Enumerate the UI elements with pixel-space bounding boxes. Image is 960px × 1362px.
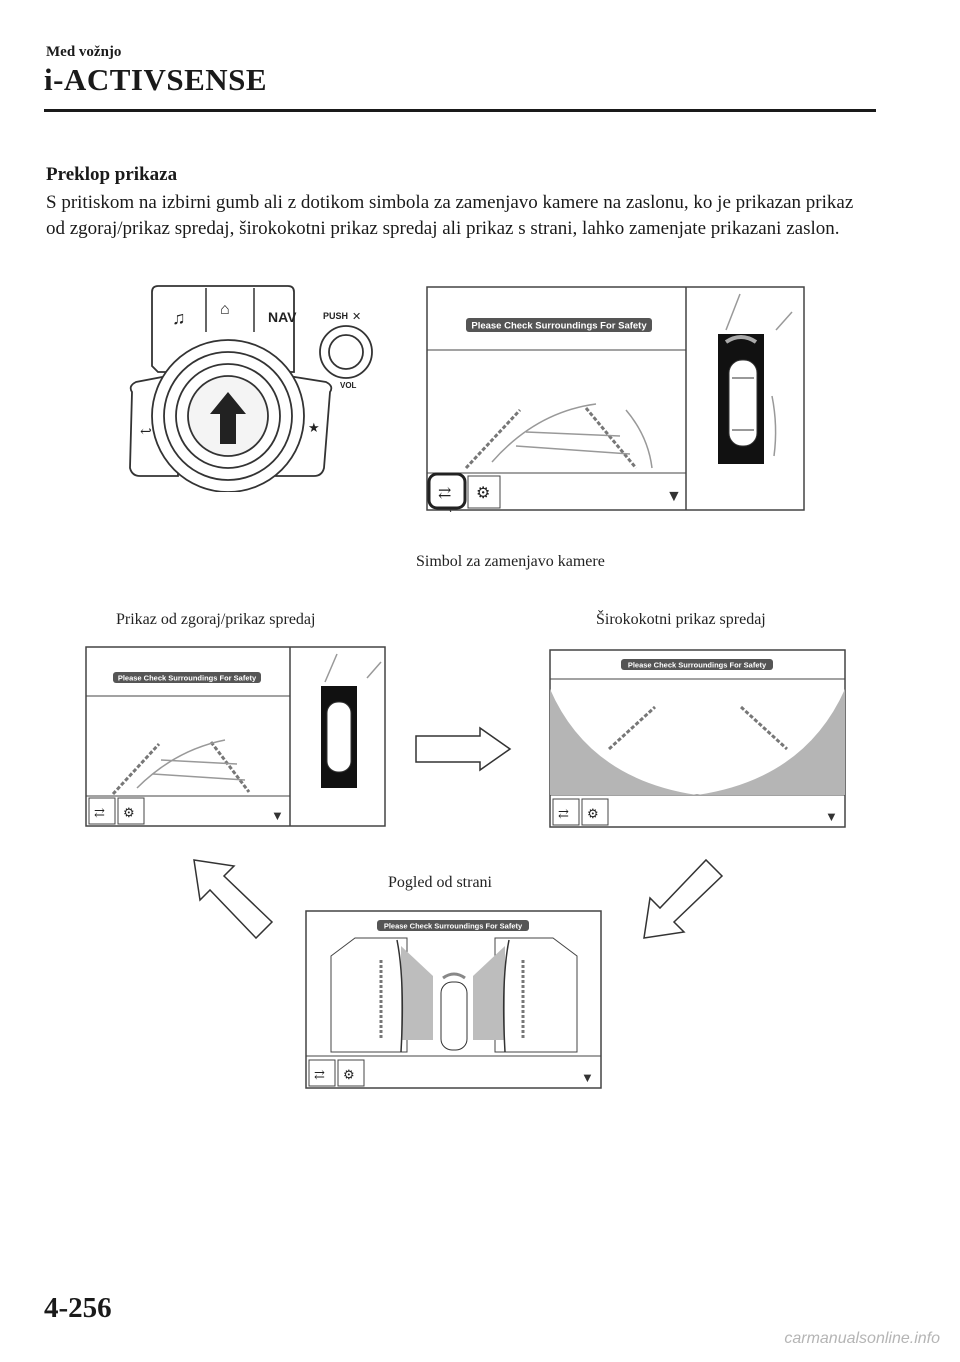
- commander-knob-illustration: ♫ ⌂ NAV PUSH ✕ VOL ↩ ★: [129, 285, 373, 492]
- screen-top-front-main: Please Check Surroundings For Safety ⇄ ⚙…: [426, 286, 805, 512]
- settings-icon: ⚙: [123, 805, 135, 820]
- safety-banner-small-3: Please Check Surroundings For Safety: [384, 922, 523, 931]
- home-icon: ⌂: [220, 301, 230, 318]
- sensor-car-icon: ▼: [666, 488, 682, 505]
- star-icon: ★: [308, 420, 320, 435]
- section-heading: Preklop prikaza: [46, 164, 178, 185]
- caption-side: Pogled od strani: [388, 874, 492, 891]
- arrow-up-icon: [210, 392, 246, 444]
- arrow-right-icon: [415, 726, 512, 772]
- sensor-car-icon: ▼: [581, 1070, 594, 1085]
- settings-icon: ⚙: [587, 806, 599, 821]
- camera-switch-icon: ⇄: [94, 805, 105, 820]
- header-rule: [44, 109, 876, 112]
- caption-wide-front: Širokokotni prikaz spredaj: [596, 611, 766, 628]
- sensor-car-icon: ▼: [271, 808, 284, 823]
- safety-banner-small-2: Please Check Surroundings For Safety: [628, 661, 767, 670]
- arrow-down-left-icon: [643, 858, 724, 939]
- mute-icon: ✕: [352, 311, 361, 323]
- section-label: Med vožnjo: [46, 44, 122, 60]
- settings-icon: ⚙: [476, 485, 490, 502]
- caption-top-front: Prikaz od zgoraj/prikaz spredaj: [116, 611, 316, 628]
- safety-banner: Please Check Surroundings For Safety: [471, 321, 647, 332]
- screen-wide-front: Please Check Surroundings For Safety ⇄ ⚙…: [549, 649, 846, 828]
- screen-side-view: Please Check Surroundings For Safety ⇄ ⚙…: [305, 910, 602, 1089]
- camera-switch-icon: ⇄: [314, 1067, 325, 1082]
- music-icon: ♫: [172, 308, 186, 328]
- watermark: carmanualsonline.info: [784, 1330, 940, 1347]
- camera-switch-icon: ⇄: [558, 806, 569, 821]
- arrow-up-left-icon: [193, 859, 274, 940]
- sensor-car-icon: ▼: [825, 809, 838, 824]
- body-paragraph: S pritiskom na izbirni gumb ali z dotiko…: [46, 192, 854, 239]
- push-label: PUSH: [323, 311, 348, 321]
- nav-label: NAV: [268, 309, 297, 325]
- page-number: 4-256: [44, 1292, 112, 1324]
- camera-switch-icon: ⇄: [438, 485, 451, 502]
- callout-camera-switch: Simbol za zamenjavo kamere: [416, 553, 605, 570]
- back-icon: ↩: [140, 425, 152, 440]
- screen-top-front-small: Please Check Surroundings For Safety ⇄ ⚙…: [85, 646, 386, 827]
- chapter-title: i-ACTIVSENSE: [44, 62, 268, 97]
- settings-icon: ⚙: [343, 1067, 355, 1082]
- safety-banner-small-1: Please Check Surroundings For Safety: [118, 674, 257, 683]
- vol-label: VOL: [340, 381, 357, 390]
